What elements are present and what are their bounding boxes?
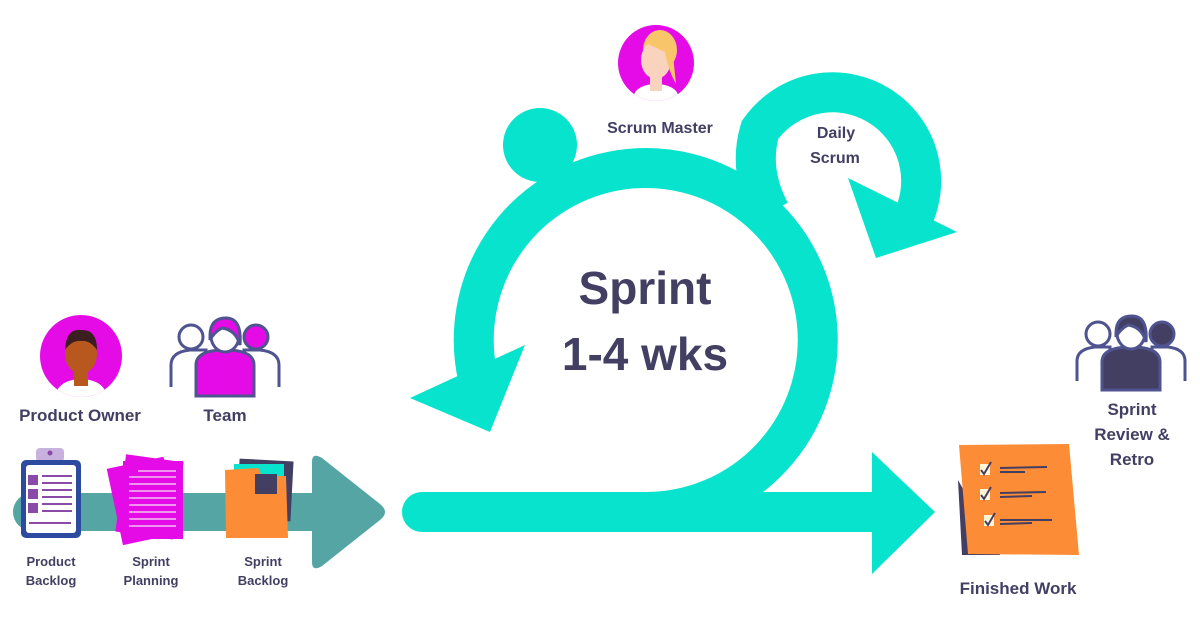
finished-work-label: Finished Work bbox=[960, 579, 1077, 598]
scrum-master-avatar bbox=[618, 25, 694, 101]
sticky-note-checklist-icon bbox=[958, 444, 1079, 555]
finished-arrowhead bbox=[872, 452, 935, 574]
review-label-2: Review & bbox=[1094, 425, 1170, 444]
product-backlog-label-1: Product bbox=[26, 554, 76, 569]
product-owner-avatar bbox=[40, 315, 122, 397]
daily-scrum-label-1: Daily bbox=[817, 125, 855, 142]
product-backlog-label-2: Backlog bbox=[26, 573, 77, 588]
sprint-backlog-label-2: Backlog bbox=[238, 573, 289, 588]
review-label-3: Retro bbox=[1110, 450, 1154, 469]
sprint-loop bbox=[402, 72, 942, 533]
scrum-master-label: Scrum Master bbox=[607, 120, 713, 137]
folder-icon bbox=[225, 458, 294, 538]
sprint-backlog-label-1: Sprint bbox=[244, 554, 282, 569]
documents-icon bbox=[106, 454, 184, 546]
clipboard-icon bbox=[21, 448, 81, 538]
product-owner-label: Product Owner bbox=[19, 406, 141, 425]
backlog-arrow bbox=[13, 455, 385, 569]
sprint-planning-label-1: Sprint bbox=[132, 554, 170, 569]
sprint-arrowhead bbox=[410, 345, 525, 432]
daily-scrum-label-2: Scrum bbox=[810, 150, 860, 167]
daily-scrum-loop bbox=[735, 72, 942, 244]
review-label-1: Sprint bbox=[1107, 400, 1156, 419]
sprint-duration: 1-4 wks bbox=[562, 328, 728, 380]
review-team-icon bbox=[1075, 314, 1187, 392]
daily-scrum-arrowhead bbox=[848, 178, 957, 258]
team-label: Team bbox=[203, 406, 246, 425]
sprint-planning-label-2: Planning bbox=[124, 573, 179, 588]
sprint-title: Sprint bbox=[579, 262, 712, 314]
team-icon bbox=[169, 316, 281, 398]
loop-knob bbox=[503, 108, 577, 182]
